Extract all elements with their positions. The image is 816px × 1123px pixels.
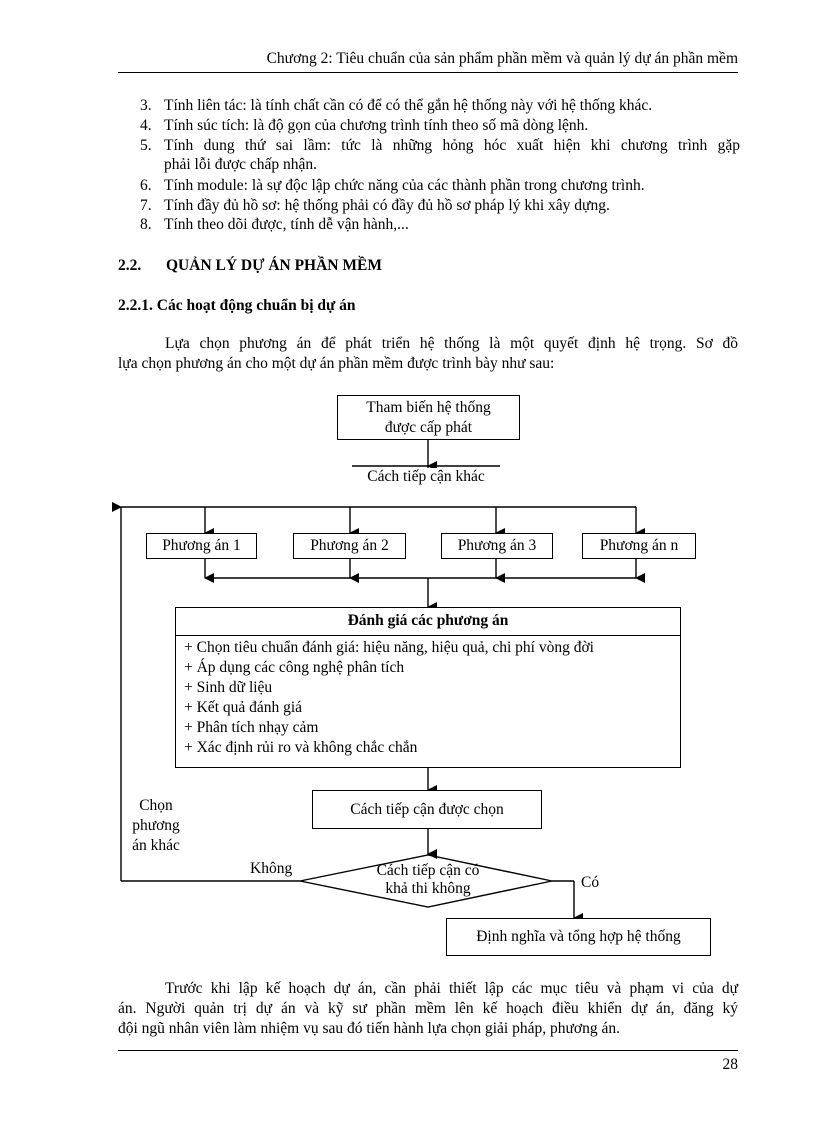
- decision-line: Cách tiếp cận có: [376, 862, 480, 879]
- list-text: Tính đầy đủ hồ sơ: hệ thống phải có đầy …: [164, 197, 610, 214]
- list-number: 5.: [140, 137, 152, 154]
- paragraph-line: đội ngũ nhân viên làm nhiệm vụ sau đó ti…: [118, 1020, 620, 1037]
- header-rule: [118, 72, 738, 73]
- list-text: Tính súc tích: là độ gọn của chương trìn…: [164, 117, 589, 134]
- running-header: Chương 2: Tiêu chuẩn của sản phẩm phần m…: [266, 50, 738, 67]
- list-text: Tính theo dõi được, tính dễ vận hành,...: [164, 216, 409, 233]
- paragraph-line: Lựa chọn phương án để phát triển hệ thốn…: [165, 335, 738, 352]
- list-text: Tính liên tác: là tính chất cần có để có…: [164, 97, 653, 114]
- list-number: 4.: [140, 117, 152, 134]
- list-text: Tính dung thứ sai lầm: tức là những hỏng…: [164, 137, 740, 154]
- option-box-3: Phương án 3: [441, 533, 553, 559]
- box-line: được cấp phát: [384, 419, 473, 436]
- list-number: 3.: [140, 97, 152, 114]
- label-line: Chọn: [139, 797, 173, 814]
- list-text: Tính module: là sự độc lập chức năng của…: [164, 177, 645, 194]
- evaluation-item: + Kết quả đánh giá: [184, 699, 303, 716]
- evaluation-list: + Chọn tiêu chuẩn đánh giá: hiệu năng, h…: [184, 638, 594, 758]
- paragraph-line: án. Người quản trị dự án và kỹ sư phần m…: [118, 1000, 738, 1017]
- evaluation-item: + Chọn tiêu chuẩn đánh giá: hiệu năng, h…: [184, 639, 594, 656]
- section-title: QUẢN LÝ DỰ ÁN PHẦN MỀM: [166, 257, 382, 274]
- label-line: phương: [132, 817, 180, 834]
- option-box-2: Phương án 2: [293, 533, 406, 559]
- section-number: 2.2.: [118, 257, 142, 274]
- other-approach-label: Cách tiếp cận khác: [352, 468, 500, 486]
- system-definition-box: Định nghĩa và tổng hợp hệ thống: [446, 918, 711, 956]
- evaluation-item: + Phân tích nhạy cảm: [184, 719, 319, 736]
- list-number: 8.: [140, 216, 152, 233]
- choose-other-label: Chọn phương án khác: [118, 796, 194, 856]
- list-number: 7.: [140, 197, 152, 214]
- paragraph-line: lựa chọn phương án cho một dự án phần mề…: [118, 355, 555, 372]
- option-box-n: Phương án n: [582, 533, 696, 559]
- list-number: 6.: [140, 177, 152, 194]
- evaluation-item: + Xác định rủi ro và không chắc chắn: [184, 739, 418, 756]
- chosen-approach-box: Cách tiếp cận được chọn: [312, 790, 542, 829]
- label-line: án khác: [132, 837, 180, 854]
- evaluation-item: + Sinh dữ liệu: [184, 679, 273, 696]
- yes-label: Có: [581, 874, 600, 891]
- footer-rule: [118, 1050, 738, 1051]
- list-text: phải lỗi được chấp nhận.: [164, 156, 318, 173]
- subsection-heading: 2.2.1. Các hoạt động chuẩn bị dự án: [118, 297, 356, 314]
- option-box-1: Phương án 1: [146, 533, 257, 559]
- system-parameters-box: Tham biến hệ thống được cấp phát: [337, 395, 520, 440]
- page-number: 28: [722, 1056, 739, 1073]
- section-heading: 2.2. QUẢN LÝ DỰ ÁN PHẦN MỀM: [118, 257, 382, 275]
- decision-text: Cách tiếp cận có khả thi không: [340, 862, 516, 898]
- box-line: Tham biến hệ thống: [366, 399, 491, 416]
- decision-line: khả thi không: [385, 880, 471, 897]
- evaluation-title: Đánh giá các phương án: [347, 612, 509, 629]
- no-label: Không: [250, 860, 293, 877]
- paragraph-line: Trước khi lập kế hoạch dự án, cần phải t…: [165, 980, 738, 997]
- closing-paragraph: Trước khi lập kế hoạch dự án, cần phải t…: [118, 979, 738, 1039]
- intro-paragraph: Lựa chọn phương án để phát triển hệ thốn…: [118, 334, 738, 374]
- evaluation-box: Đánh giá các phương án + Chọn tiêu chuẩn…: [175, 607, 681, 768]
- evaluation-divider: [176, 635, 680, 636]
- evaluation-item: + Áp dụng các công nghệ phân tích: [184, 659, 405, 676]
